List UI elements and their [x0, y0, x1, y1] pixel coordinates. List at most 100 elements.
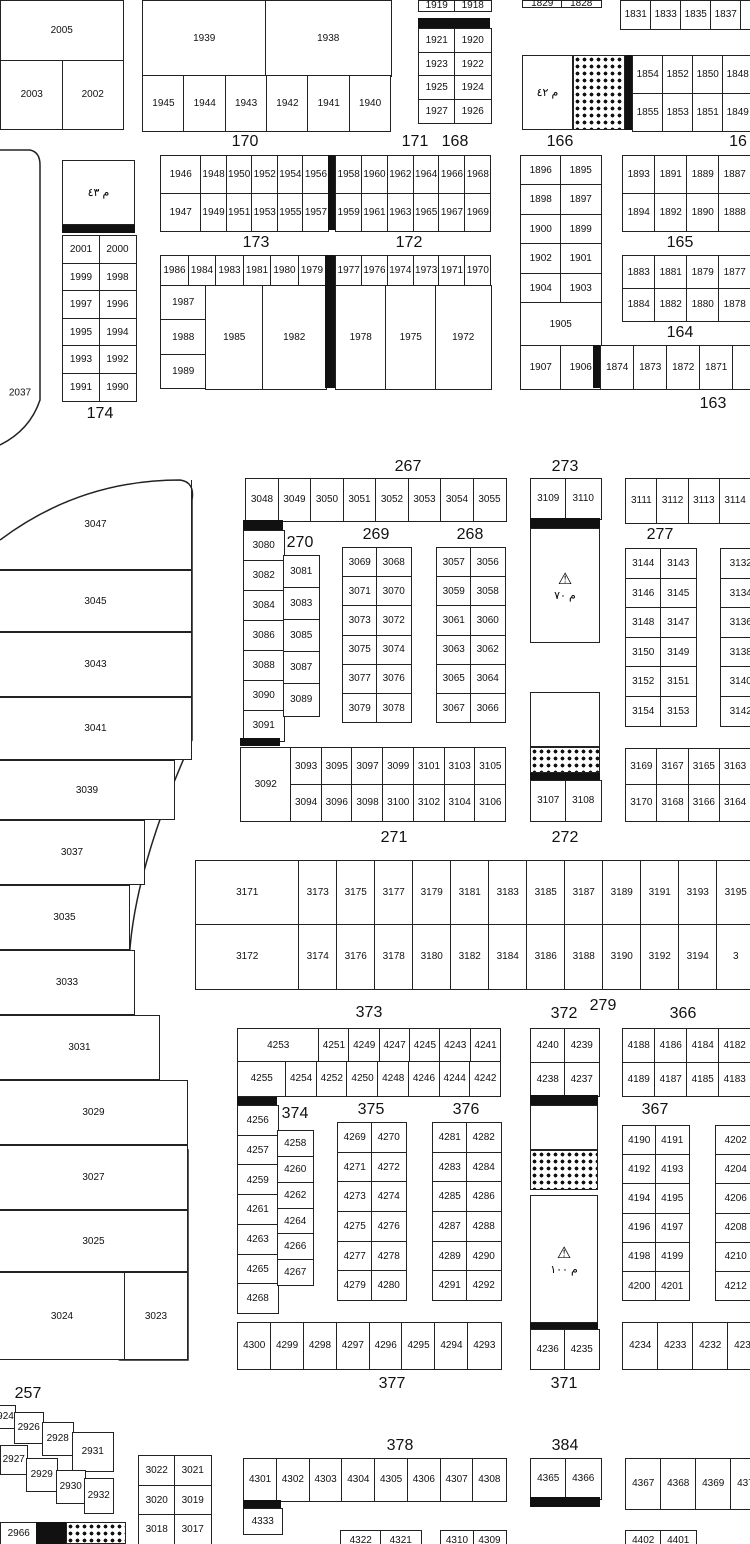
plot[interactable]: 1849	[722, 92, 750, 132]
plot[interactable]: 3150	[625, 636, 662, 668]
plot[interactable]: 4193	[655, 1154, 690, 1185]
plot[interactable]: 1848	[722, 55, 750, 94]
plot[interactable]: 3097	[351, 747, 384, 786]
plot[interactable]: 3021	[174, 1455, 212, 1487]
plot[interactable]: 4248	[377, 1061, 410, 1097]
plot[interactable]: 1953	[251, 193, 279, 232]
plot[interactable]: 4321	[380, 1530, 422, 1544]
plot[interactable]: 4243	[439, 1028, 472, 1063]
plot[interactable]: 3043	[0, 632, 192, 697]
plot[interactable]: 3039	[0, 760, 175, 820]
plot[interactable]: 4245	[409, 1028, 441, 1063]
plot[interactable]: 4295	[401, 1322, 436, 1370]
plot[interactable]: 1893	[622, 155, 656, 194]
plot[interactable]: 1971	[438, 255, 466, 287]
plot[interactable]: 1964	[412, 155, 440, 195]
plot[interactable]: 3093	[290, 747, 323, 786]
plot[interactable]: 1941	[307, 75, 351, 132]
plot[interactable]: 1958	[335, 155, 363, 195]
plot[interactable]: 4291	[432, 1270, 468, 1302]
plot[interactable]: 3067	[436, 692, 472, 724]
plot[interactable]: 1986	[160, 255, 189, 287]
plot[interactable]: 1882	[654, 287, 688, 322]
plot[interactable]: 1837	[710, 0, 742, 30]
plot[interactable]: 1894	[622, 192, 656, 232]
plot[interactable]: 4289	[432, 1240, 468, 1272]
plot[interactable]: 1984	[187, 255, 217, 287]
plot[interactable]: 1954	[276, 155, 304, 195]
plot[interactable]: 3024	[0, 1272, 125, 1360]
plot[interactable]: 4189	[622, 1061, 656, 1097]
plot[interactable]: 4280	[371, 1270, 407, 1302]
plot[interactable]: 1951	[225, 193, 253, 232]
plot[interactable]: 3027	[0, 1145, 188, 1210]
plot[interactable]: 4301	[243, 1458, 278, 1502]
plot[interactable]: 4402	[625, 1530, 662, 1544]
plot[interactable]: 3114	[718, 478, 750, 524]
plot[interactable]: 1976	[360, 255, 389, 287]
plot[interactable]: 3171	[195, 860, 300, 926]
plot[interactable]: 3068	[376, 547, 412, 578]
plot[interactable]: 4286	[466, 1181, 502, 1213]
plot[interactable]: 4244	[438, 1061, 471, 1097]
plot[interactable]: 2005	[0, 0, 124, 62]
plot[interactable]: 3106	[474, 784, 507, 822]
plot[interactable]: 3091	[243, 710, 285, 742]
plot[interactable]: 4261	[237, 1194, 279, 1226]
plot[interactable]: 3057	[436, 547, 472, 578]
plot[interactable]: 4250	[346, 1061, 379, 1097]
plot[interactable]: 3060	[470, 605, 506, 636]
mosque-plot[interactable]	[530, 692, 600, 747]
plot[interactable]: 3073	[342, 605, 378, 636]
plot[interactable]: 1873	[633, 345, 668, 390]
plot[interactable]: 2926	[14, 1412, 44, 1444]
plot[interactable]: 3110	[565, 478, 602, 520]
plot[interactable]: 4182	[718, 1028, 750, 1063]
plot[interactable]: 1878	[718, 287, 750, 322]
plot[interactable]: 4259	[237, 1164, 279, 1196]
plot[interactable]: 4268	[237, 1283, 279, 1315]
plot[interactable]: 1921	[418, 28, 456, 53]
plot[interactable]: 3194	[678, 924, 718, 990]
plot[interactable]: 1957	[302, 193, 330, 232]
plot[interactable]: 3053	[407, 478, 442, 522]
plot[interactable]: 4307	[439, 1458, 474, 1502]
plot[interactable]: 4254	[285, 1061, 318, 1097]
plot[interactable]: 4251	[318, 1028, 350, 1063]
plot[interactable]: 3069	[342, 547, 378, 578]
plot[interactable]: 3050	[310, 478, 344, 522]
plot[interactable]: 4285	[432, 1181, 468, 1213]
plot[interactable]: 4183	[718, 1061, 750, 1097]
plot[interactable]: 4294	[434, 1322, 469, 1370]
plot[interactable]: 4272	[371, 1151, 407, 1183]
plot[interactable]: 3065	[436, 663, 472, 695]
plot[interactable]: 1998	[98, 262, 137, 292]
plot[interactable]: 1952	[251, 155, 279, 195]
plot[interactable]: 4293	[467, 1322, 502, 1370]
plot[interactable]: 3101	[412, 747, 446, 786]
plot[interactable]: 3	[716, 924, 750, 990]
plot[interactable]: 4265	[237, 1253, 279, 1285]
plot[interactable]: 3092	[240, 747, 292, 822]
plot[interactable]: 4247	[378, 1028, 411, 1063]
plot[interactable]: 4190	[622, 1125, 657, 1156]
plot[interactable]: 4212	[715, 1270, 750, 1302]
plot[interactable]: 1871	[699, 345, 734, 390]
plot[interactable]: 4275	[337, 1211, 373, 1243]
plot[interactable]: 1996	[98, 290, 137, 319]
plot[interactable]: 4298	[302, 1322, 338, 1370]
plot[interactable]: 1970	[464, 255, 492, 287]
plot[interactable]: 3180	[412, 924, 452, 990]
plot[interactable]: 1985	[205, 285, 264, 390]
mosque-plot[interactable]: ⚠م ٧٠	[530, 528, 600, 643]
plot[interactable]: 1855	[632, 92, 664, 132]
plot[interactable]: 1990	[98, 372, 137, 402]
plot[interactable]: 1946	[160, 155, 202, 195]
plot[interactable]: 4257	[237, 1134, 279, 1166]
plot[interactable]: 3154	[625, 695, 662, 727]
plot[interactable]: 4369	[695, 1458, 732, 1510]
plot[interactable]: 3090	[243, 680, 285, 712]
plot[interactable]: 3183	[488, 860, 528, 926]
plot[interactable]: 4197	[655, 1212, 690, 1244]
plot[interactable]: 4263	[237, 1223, 279, 1256]
